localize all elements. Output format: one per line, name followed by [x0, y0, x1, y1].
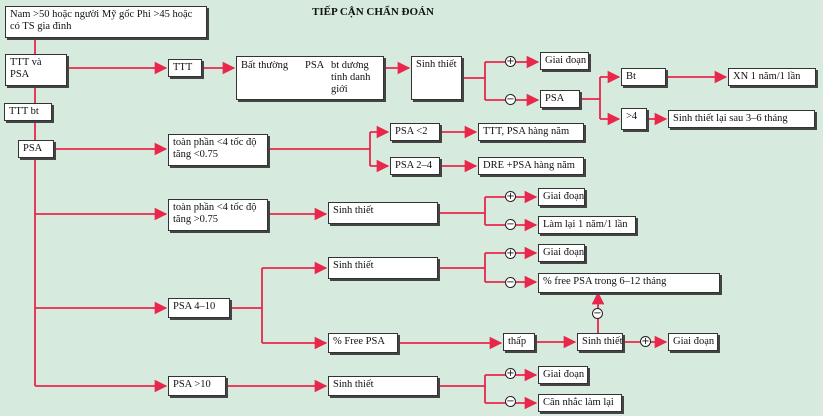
- node-biopsy-top: Sinh thiết: [411, 56, 462, 100]
- node-psa-gt10: PSA >10: [168, 376, 226, 396]
- node-repeat-yearly: Làm lại 1 năm/1 lần: [538, 216, 636, 234]
- node-ttt: TTT: [168, 59, 202, 77]
- plus-sign-icon: +: [505, 191, 516, 202]
- minus-sign-icon: −: [505, 396, 516, 407]
- abnormal-psa-value: bt dương tính danh giới: [331, 60, 371, 95]
- node-psa-lt2: PSA <2: [390, 123, 440, 141]
- node-normal: Bt: [621, 68, 666, 86]
- node-stage-top: Giai đoạn: [540, 52, 589, 70]
- node-reconsider: Cân nhắc làm lại: [538, 394, 622, 412]
- node-psa-top: PSA: [540, 90, 580, 108]
- minus-sign-icon: −: [505, 277, 516, 288]
- plus-sign-icon: +: [505, 56, 516, 67]
- node-stage-3: Giai đoạn: [538, 244, 585, 262]
- node-biopsy-3: Sinh thiết: [328, 257, 438, 279]
- node-stage-2: Giai đoạn: [538, 188, 585, 206]
- node-ttt-normal: TTT bt: [4, 103, 52, 121]
- connector-biopsy-3-split: [438, 253, 486, 282]
- node-gt4: >4: [621, 108, 647, 130]
- node-biopsy-5: Sinh thiết: [328, 376, 438, 396]
- plus-sign-icon: +: [505, 368, 516, 379]
- abnormal-psa-label: PSA: [305, 60, 325, 71]
- node-stage-5: Giai đoạn: [538, 366, 588, 384]
- node-total-fast: toàn phần <4 tốc độ tăng >0.75: [168, 199, 268, 231]
- connector-total-slow-split: [268, 132, 371, 166]
- node-psa-4-10: PSA 4–10: [168, 298, 230, 318]
- plus-sign-icon: +: [505, 248, 516, 259]
- node-total-slow: toàn phần <4 tốc độ tăng <0.75: [168, 134, 268, 166]
- connector-biopsy-top-split: [462, 62, 486, 100]
- node-stage-4: Giai đoạn: [668, 333, 718, 351]
- connector-psa-4-10-split: [230, 268, 263, 343]
- node-ttt-psa-yearly: TTT, PSA hàng năm: [478, 123, 584, 141]
- node-low: thấp: [503, 333, 535, 351]
- plus-sign-icon: +: [640, 336, 651, 347]
- node-biopsy-2: Sinh thiết: [328, 202, 438, 224]
- node-free-psa: % Free PSA: [328, 333, 398, 353]
- node-biopsy-4: Sinh thiết: [577, 333, 623, 351]
- node-test-yearly: XN 1 năm/1 lần: [728, 68, 816, 86]
- node-abnormal: Bất thường PSA bt dương tính danh giới: [236, 56, 384, 100]
- node-psa-main: PSA: [18, 140, 54, 158]
- minus-sign-icon: −: [505, 219, 516, 230]
- minus-sign-icon: −: [505, 94, 516, 105]
- node-ttt-psa: TTT và PSA: [5, 54, 67, 86]
- node-risk: Nam >50 hoặc người Mỹ gốc Phi >45 hoặc c…: [5, 6, 207, 38]
- node-dre-psa: DRE +PSA hàng năm: [478, 157, 584, 175]
- connector-biopsy-2-split: [438, 197, 486, 225]
- minus-sign-icon: −: [592, 308, 603, 319]
- connector-psa-top-split: [580, 77, 601, 119]
- abnormal-label: Bất thường: [241, 60, 289, 71]
- node-psa-2-4: PSA 2–4: [390, 157, 440, 175]
- node-rebiopsy: Sinh thiết lại sau 3–6 tháng: [668, 110, 815, 128]
- diagram-title: TIẾP CẬN CHẨN ĐOÁN: [312, 6, 434, 18]
- node-free-psa-followup: % free PSA trong 6–12 tháng: [538, 273, 720, 293]
- connector-biopsy-5-split: [438, 375, 486, 403]
